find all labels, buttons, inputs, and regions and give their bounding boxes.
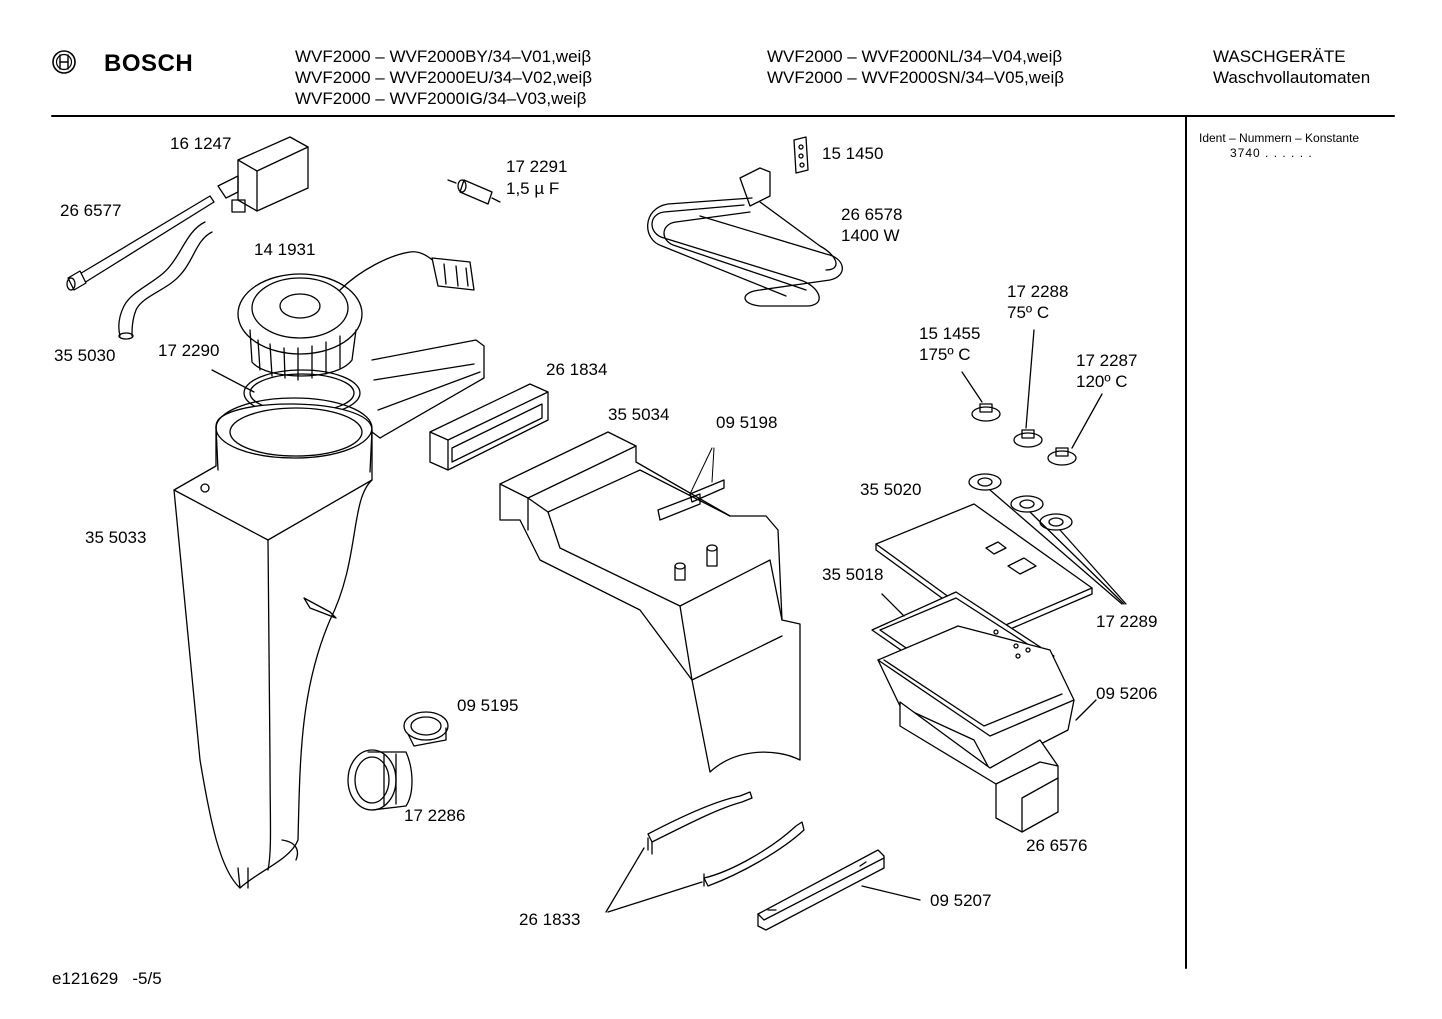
part-label: 16 1247	[170, 134, 232, 153]
part-172291-drawing	[448, 180, 500, 204]
part-261834-drawing	[430, 384, 548, 470]
part-266578-drawing	[648, 168, 843, 306]
category-title: WASCHGERÄTE	[1213, 47, 1346, 66]
part-151450-drawing	[794, 137, 808, 173]
part-label: 17 2290	[158, 341, 220, 360]
part-095206-drawing	[878, 626, 1096, 770]
ident-title: Ident – Nummern – Konstante	[1199, 131, 1360, 145]
part-label: 14 1931	[254, 240, 316, 259]
part-355030-drawing	[119, 222, 212, 339]
model-line: WVF2000 – WVF2000BY/34–V01,weiβ	[295, 47, 592, 66]
part-label: 17 2288	[1007, 282, 1069, 301]
part-label: 120º C	[1076, 372, 1128, 391]
part-label: 35 5020	[860, 480, 922, 499]
ident-value: 3740 . . . . . .	[1230, 146, 1313, 160]
part-label: 26 6578	[841, 205, 903, 224]
part-261833-drawing	[606, 792, 804, 912]
part-label: 35 5018	[822, 565, 884, 584]
bosch-logo-icon	[53, 51, 75, 73]
part-label: 09 5207	[930, 891, 992, 910]
part-label: 1400 W	[841, 226, 900, 245]
model-line: WVF2000 – WVF2000EU/34–V02,weiβ	[295, 68, 593, 87]
part-161247-drawing	[218, 137, 308, 212]
part-label: 26 1833	[519, 910, 581, 929]
thermostats-drawing	[962, 330, 1102, 465]
part-label: 15 1450	[822, 144, 884, 163]
part-label: 09 5206	[1096, 684, 1158, 703]
part-095207-drawing	[758, 850, 920, 930]
part-label: 17 2289	[1096, 612, 1158, 631]
part-095195-drawing	[404, 712, 448, 746]
model-line: WVF2000 – WVF2000NL/34–V04,weiβ	[767, 47, 1063, 66]
model-list-2: WVF2000 – WVF2000NL/34–V04,weiβ WVF2000 …	[767, 46, 1064, 88]
part-label: 09 5198	[716, 413, 778, 432]
drawing-code: e121629 -5/5	[52, 969, 162, 988]
model-line: WVF2000 – WVF2000IG/34–V03,weiβ	[295, 89, 587, 108]
part-266576-drawing	[900, 702, 1058, 832]
part-label: 09 5195	[457, 696, 519, 715]
leader-lines	[690, 448, 714, 494]
part-label: 15 1455	[919, 324, 981, 343]
part-172289-drawing	[969, 474, 1126, 604]
part-label: 35 5034	[608, 405, 670, 424]
part-label: 75º C	[1007, 303, 1050, 322]
part-266577-drawing	[67, 196, 214, 290]
category-subtitle: Waschvollautomaten	[1213, 68, 1371, 87]
part-label: 17 2291	[506, 157, 568, 176]
model-line: WVF2000 – WVF2000SN/34–V05,weiβ	[767, 68, 1065, 87]
part-355033-drawing	[174, 340, 484, 888]
part-label: 35 5030	[54, 346, 116, 365]
part-355034-drawing	[500, 432, 800, 772]
category-block: WASCHGERÄTE Waschvollautomaten	[1213, 46, 1370, 88]
part-label: 17 2286	[404, 806, 466, 825]
part-label: 175º C	[919, 345, 971, 364]
part-label: 26 6577	[60, 201, 122, 220]
part-label: 35 5033	[85, 528, 147, 547]
part-label: 26 6576	[1026, 836, 1088, 855]
brand-name: BOSCH	[104, 50, 194, 77]
part-label: 26 1834	[546, 360, 608, 379]
part-141931-drawing	[238, 252, 474, 380]
part-label: 17 2287	[1076, 351, 1138, 370]
part-172286-drawing	[348, 750, 412, 810]
model-list-1: WVF2000 – WVF2000BY/34–V01,weiβ WVF2000 …	[295, 46, 592, 109]
part-label: 1,5 µ F	[506, 179, 560, 198]
